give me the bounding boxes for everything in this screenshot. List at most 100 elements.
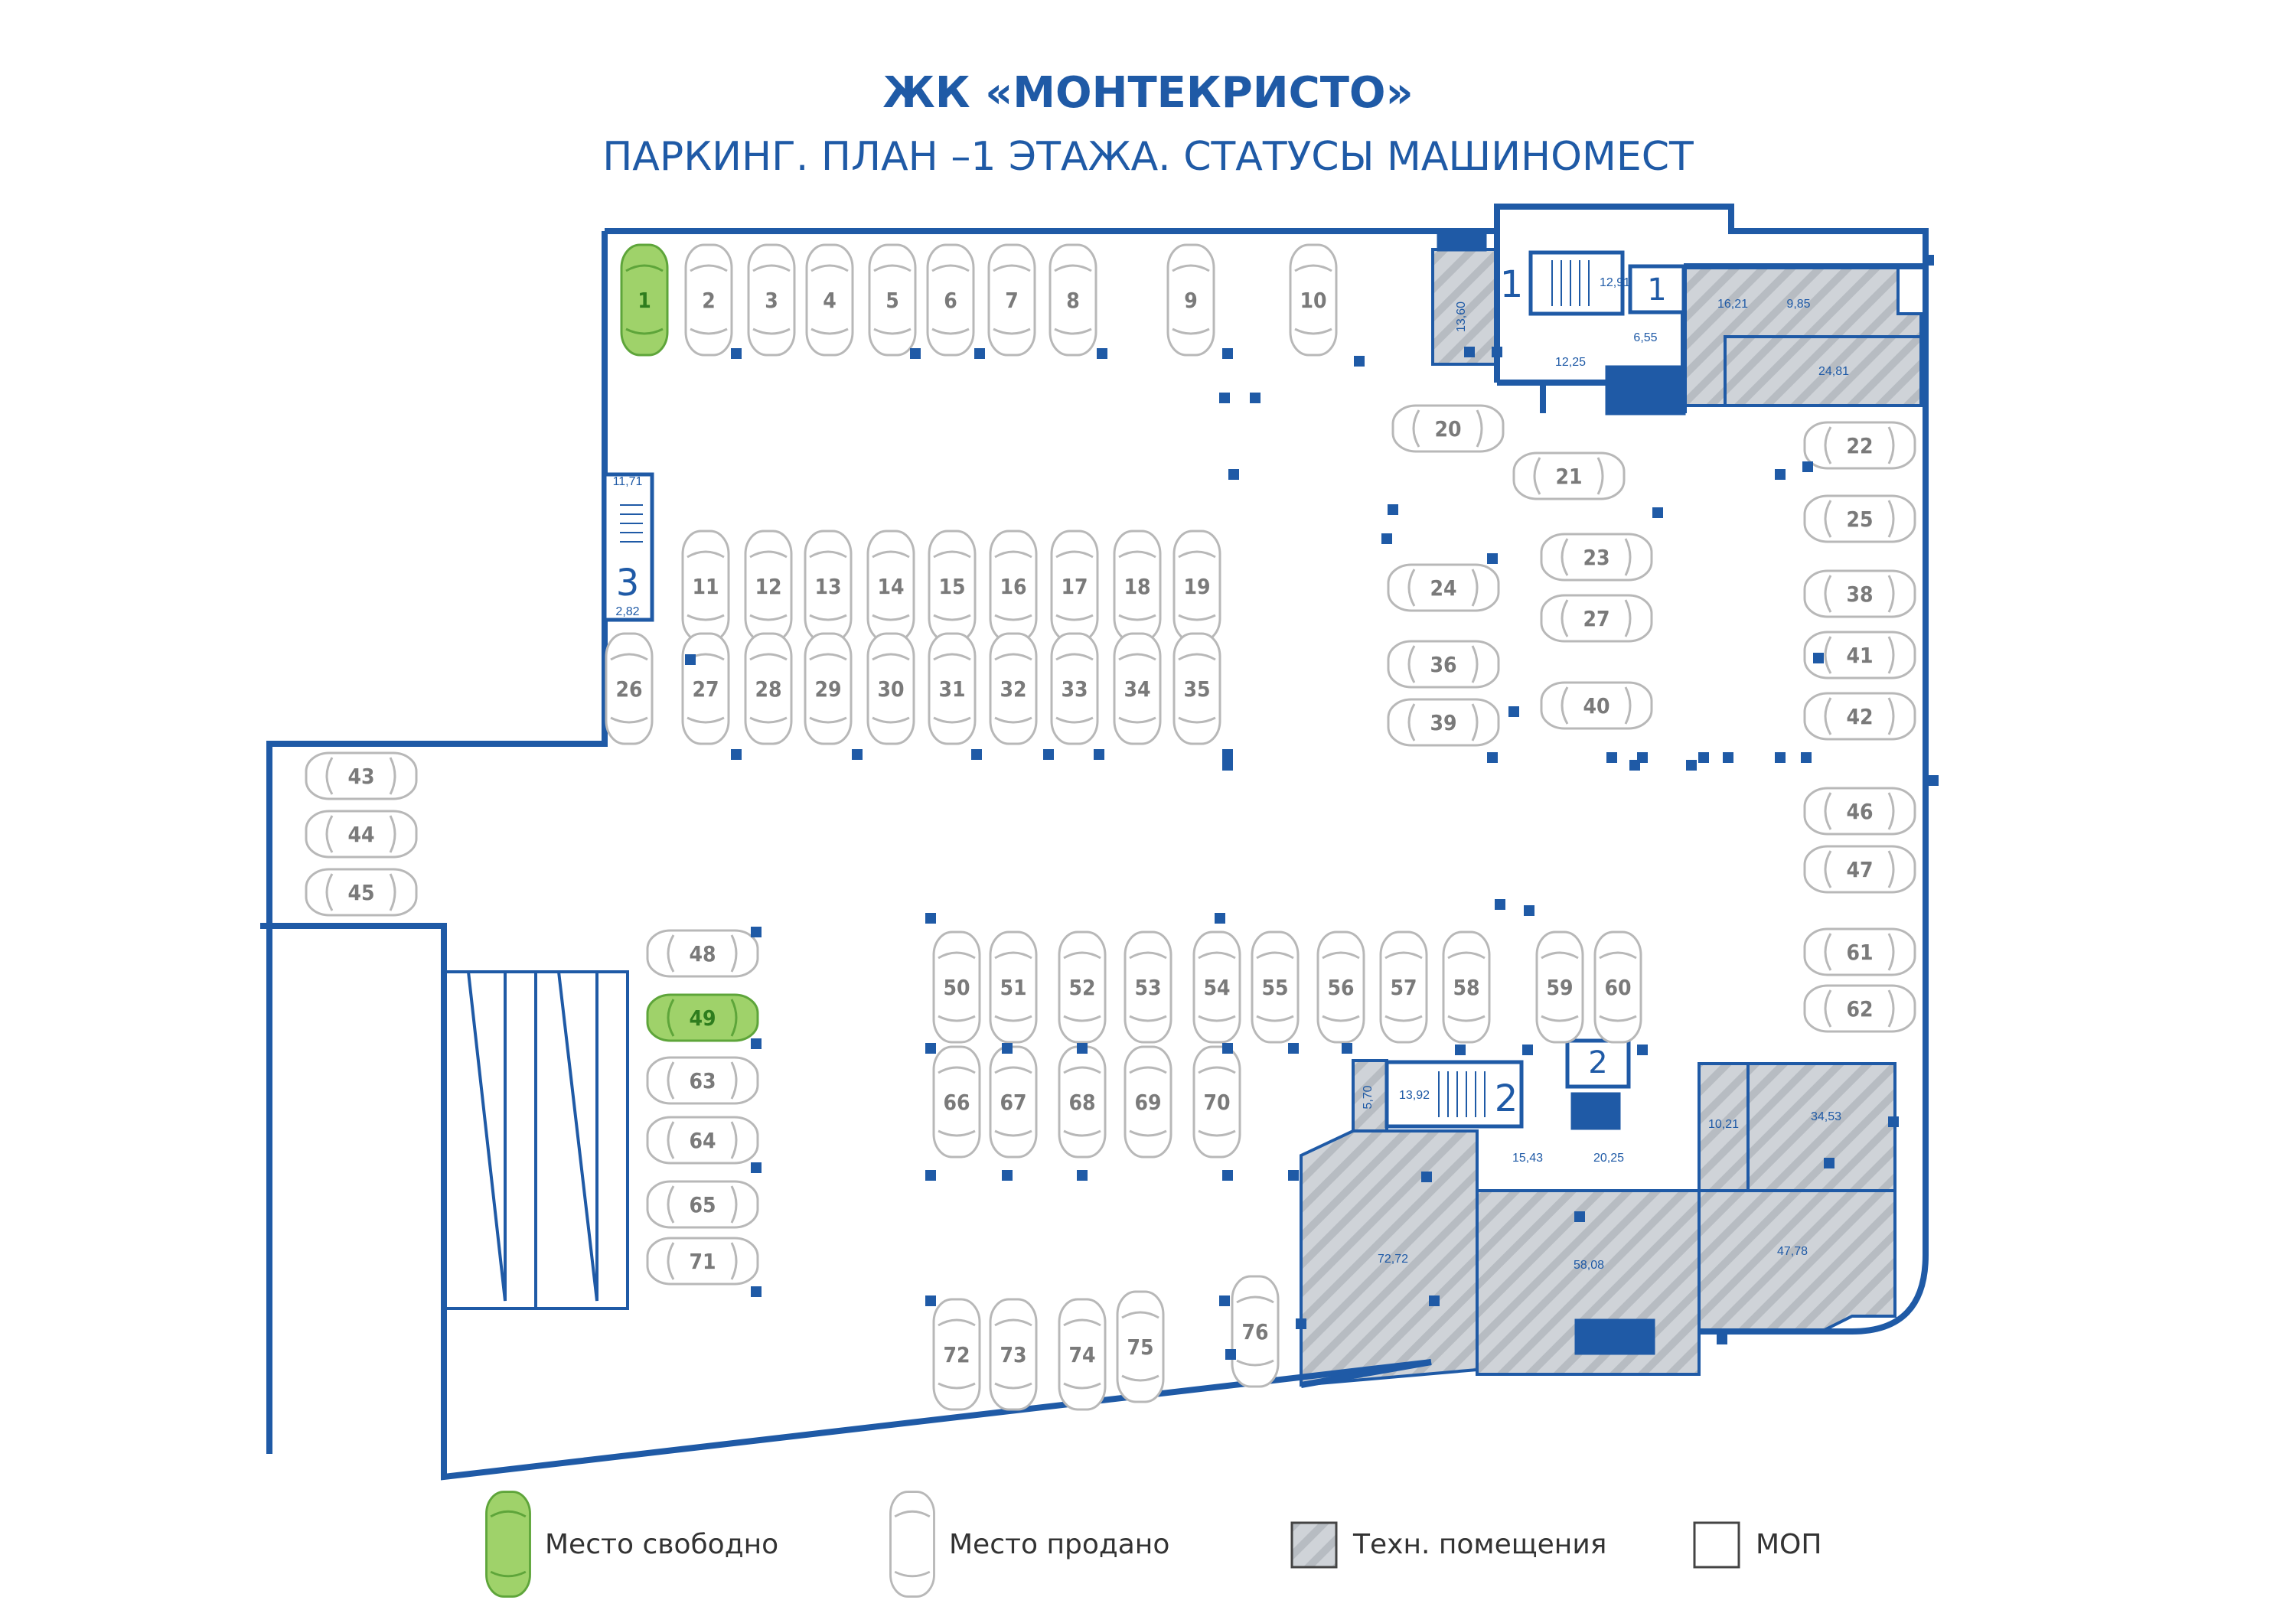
parking-spot-28[interactable]: 28 bbox=[744, 632, 793, 745]
parking-spot-12[interactable]: 12 bbox=[744, 530, 793, 643]
parking-spot-number: 49 bbox=[689, 1005, 716, 1031]
parking-spot-59[interactable]: 59 bbox=[1535, 930, 1584, 1044]
parking-spot-number: 69 bbox=[1134, 1090, 1161, 1115]
parking-spot-9[interactable]: 9 bbox=[1166, 243, 1215, 357]
parking-spot-42[interactable]: 42 bbox=[1803, 692, 1916, 741]
parking-spot-19[interactable]: 19 bbox=[1172, 530, 1221, 643]
parking-spot-71[interactable]: 71 bbox=[646, 1237, 759, 1286]
parking-spot-48[interactable]: 48 bbox=[646, 929, 759, 978]
parking-spot-66[interactable]: 66 bbox=[932, 1045, 981, 1159]
parking-spot-56[interactable]: 56 bbox=[1316, 930, 1365, 1044]
parking-spot-55[interactable]: 55 bbox=[1251, 930, 1300, 1044]
parking-spot-26[interactable]: 26 bbox=[605, 632, 654, 745]
parking-spot-5[interactable]: 5 bbox=[868, 243, 917, 357]
parking-spot-53[interactable]: 53 bbox=[1124, 930, 1172, 1044]
parking-spot-number: 44 bbox=[347, 822, 374, 847]
parking-spot-73[interactable]: 73 bbox=[989, 1298, 1038, 1411]
parking-spot-21[interactable]: 21 bbox=[1512, 451, 1626, 500]
parking-spot-1[interactable]: 1 bbox=[620, 243, 669, 357]
parking-spot-11[interactable]: 11 bbox=[681, 530, 730, 643]
parking-spot-65[interactable]: 65 bbox=[646, 1180, 759, 1229]
parking-spot-76[interactable]: 76 bbox=[1231, 1275, 1280, 1388]
parking-spot-2[interactable]: 2 bbox=[684, 243, 733, 357]
parking-spot-7[interactable]: 7 bbox=[987, 243, 1036, 357]
parking-spot-4[interactable]: 4 bbox=[805, 243, 854, 357]
parking-spot-54[interactable]: 54 bbox=[1192, 930, 1241, 1044]
parking-spot-25[interactable]: 25 bbox=[1803, 494, 1916, 543]
column-block bbox=[731, 749, 742, 760]
parking-spot-70[interactable]: 70 bbox=[1192, 1045, 1241, 1159]
parking-spot-67[interactable]: 67 bbox=[989, 1045, 1038, 1159]
column-block bbox=[925, 1170, 936, 1181]
parking-spot-13[interactable]: 13 bbox=[804, 530, 853, 643]
parking-spot-15[interactable]: 15 bbox=[928, 530, 977, 643]
parking-spot-57[interactable]: 57 bbox=[1379, 930, 1428, 1044]
parking-spot-64[interactable]: 64 bbox=[646, 1116, 759, 1165]
parking-spot-number: 66 bbox=[943, 1090, 970, 1115]
parking-spot-69[interactable]: 69 bbox=[1124, 1045, 1172, 1159]
parking-spot-18[interactable]: 18 bbox=[1113, 530, 1162, 643]
parking-spot-36[interactable]: 36 bbox=[1387, 640, 1500, 689]
room-area-label: 6,55 bbox=[1633, 331, 1657, 344]
parking-spot-29[interactable]: 29 bbox=[804, 632, 853, 745]
parking-spot-75[interactable]: 75 bbox=[1116, 1290, 1165, 1403]
parking-spot-46[interactable]: 46 bbox=[1803, 787, 1916, 836]
parking-spot-number: 51 bbox=[1000, 975, 1026, 1000]
room-area-label: 47,78 bbox=[1777, 1245, 1808, 1258]
parking-spot-47[interactable]: 47 bbox=[1803, 845, 1916, 894]
parking-spot-number: 27 bbox=[1583, 606, 1609, 631]
parking-spot-33[interactable]: 33 bbox=[1050, 632, 1099, 745]
parking-spot-52[interactable]: 52 bbox=[1058, 930, 1107, 1044]
parking-spot-44[interactable]: 44 bbox=[305, 810, 418, 859]
parking-spot-30[interactable]: 30 bbox=[866, 632, 915, 745]
parking-spot-23[interactable]: 23 bbox=[1540, 533, 1653, 582]
parking-spot-40[interactable]: 40 bbox=[1540, 681, 1653, 730]
parking-spot-38[interactable]: 38 bbox=[1803, 569, 1916, 618]
column-block bbox=[1455, 1045, 1466, 1055]
parking-spot-35[interactable]: 35 bbox=[1172, 632, 1221, 745]
parking-spot-14[interactable]: 14 bbox=[866, 530, 915, 643]
parking-spot-20[interactable]: 20 bbox=[1391, 404, 1505, 453]
parking-spot-24[interactable]: 24 bbox=[1387, 563, 1500, 612]
parking-spot-39[interactable]: 39 bbox=[1387, 698, 1500, 747]
column-block bbox=[1698, 752, 1709, 763]
parking-spot-27[interactable]: 27 bbox=[1540, 594, 1653, 643]
parking-spot-51[interactable]: 51 bbox=[989, 930, 1038, 1044]
parking-spot-74[interactable]: 74 bbox=[1058, 1298, 1107, 1411]
parking-spot-68[interactable]: 68 bbox=[1058, 1045, 1107, 1159]
parking-spot-number: 3 bbox=[765, 288, 778, 313]
parking-spot-8[interactable]: 8 bbox=[1049, 243, 1097, 357]
parking-spot-60[interactable]: 60 bbox=[1593, 930, 1642, 1044]
parking-spot-3[interactable]: 3 bbox=[747, 243, 796, 357]
parking-spot-50[interactable]: 50 bbox=[932, 930, 981, 1044]
parking-spot-number: 25 bbox=[1846, 507, 1873, 532]
parking-spot-number: 53 bbox=[1134, 975, 1161, 1000]
parking-spot-34[interactable]: 34 bbox=[1113, 632, 1162, 745]
parking-spot-61[interactable]: 61 bbox=[1803, 927, 1916, 976]
tech-room-3453 bbox=[1746, 1062, 1896, 1192]
parking-spot-6[interactable]: 6 bbox=[926, 243, 975, 357]
parking-spot-27[interactable]: 27 bbox=[681, 632, 730, 745]
parking-spot-49[interactable]: 49 bbox=[646, 993, 759, 1042]
column-block bbox=[1043, 749, 1054, 760]
parking-spot-16[interactable]: 16 bbox=[989, 530, 1038, 643]
tech-room-1360 bbox=[1431, 248, 1500, 366]
parking-spot-32[interactable]: 32 bbox=[989, 632, 1038, 745]
parking-spot-72[interactable]: 72 bbox=[932, 1298, 981, 1411]
parking-spot-63[interactable]: 63 bbox=[646, 1056, 759, 1105]
core-markers: 1 1 2 2 3 bbox=[616, 263, 1667, 1120]
parking-spot-58[interactable]: 58 bbox=[1442, 930, 1491, 1044]
parking-spot-number: 60 bbox=[1604, 975, 1631, 1000]
parking-spot-17[interactable]: 17 bbox=[1050, 530, 1099, 643]
parking-spot-31[interactable]: 31 bbox=[928, 632, 977, 745]
parking-spot-62[interactable]: 62 bbox=[1803, 984, 1916, 1033]
column-block bbox=[1094, 749, 1104, 760]
parking-spot-41[interactable]: 41 bbox=[1803, 631, 1916, 680]
parking-spot-number: 8 bbox=[1066, 288, 1080, 313]
parking-spot-number: 61 bbox=[1846, 940, 1873, 965]
parking-spot-22[interactable]: 22 bbox=[1803, 421, 1916, 470]
parking-spot-43[interactable]: 43 bbox=[305, 751, 418, 800]
parking-spot-10[interactable]: 10 bbox=[1289, 243, 1338, 357]
parking-spot-45[interactable]: 45 bbox=[305, 868, 418, 917]
parking-spot-number: 59 bbox=[1546, 975, 1573, 1000]
